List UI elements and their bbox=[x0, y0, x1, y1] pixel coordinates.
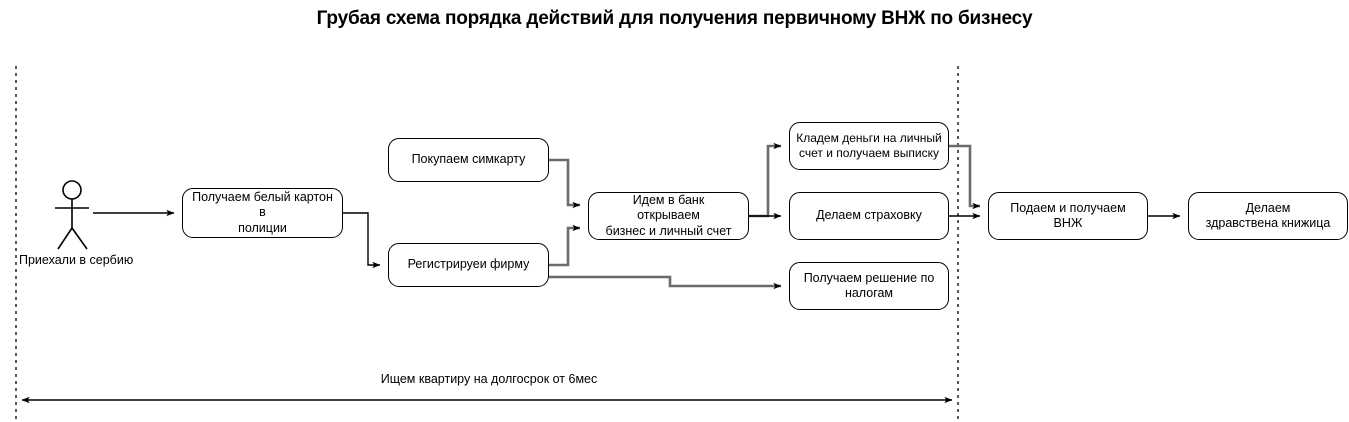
node-bank-label: Идем в банк открываем бизнес и личный сч… bbox=[605, 192, 732, 238]
node-health-book[interactable]: Делаем здравствена книжица bbox=[1188, 192, 1348, 240]
connector-white-carton-to-register-firm bbox=[343, 212, 381, 269]
page-title: Грубая схема порядка действий для получе… bbox=[316, 8, 1033, 29]
node-white-carton[interactable]: Получаем белый картон в полиции bbox=[182, 188, 343, 238]
node-register-firm[interactable]: Регистрируеи фирму bbox=[388, 243, 549, 287]
node-insurance-label: Делаем страховку bbox=[816, 208, 922, 223]
connector-sim-card-to-bank bbox=[549, 158, 581, 209]
node-deposit-money-label: Кладем деньги на личный счет и получаем … bbox=[796, 130, 942, 161]
node-white-carton-label: Получаем белый картон в полиции bbox=[192, 189, 333, 235]
actor-leg-left bbox=[57, 227, 73, 250]
actor-head bbox=[62, 180, 82, 200]
node-bank[interactable]: Идем в банк открываем бизнес и личный сч… bbox=[588, 192, 749, 240]
node-deposit-money[interactable]: Кладем деньги на личный счет и получаем … bbox=[789, 122, 949, 170]
node-sim-card-label: Покупаем симкарту bbox=[411, 152, 526, 167]
node-tax-decision-label: Получаем решение по налогам bbox=[803, 270, 935, 301]
node-sim-card[interactable]: Покупаем симкарту bbox=[388, 138, 549, 182]
connector-deposit-money-to-submit bbox=[949, 144, 981, 210]
node-health-book-label: Делаем здравствена книжица bbox=[1205, 200, 1331, 231]
node-submit-vnz-label: Подаем и получаем ВНЖ bbox=[1010, 200, 1126, 231]
node-submit-vnz[interactable]: Подаем и получаем ВНЖ bbox=[988, 192, 1148, 240]
actor-leg-right bbox=[71, 227, 88, 250]
node-tax-decision[interactable]: Получаем решение по налогам bbox=[789, 262, 949, 310]
node-register-firm-label: Регистрируеи фирму bbox=[407, 257, 530, 272]
connector-register-firm-to-bank bbox=[549, 224, 581, 267]
span-annotation-label: Ищем квартиру на долгосрок от 6мес bbox=[380, 372, 598, 386]
actor-label: Приехали в сербию bbox=[19, 253, 134, 267]
connector-register-firm-to-tax-decision bbox=[549, 275, 782, 290]
connector-bank-to-deposit-money bbox=[749, 142, 782, 218]
node-insurance[interactable]: Делаем страховку bbox=[789, 192, 949, 240]
